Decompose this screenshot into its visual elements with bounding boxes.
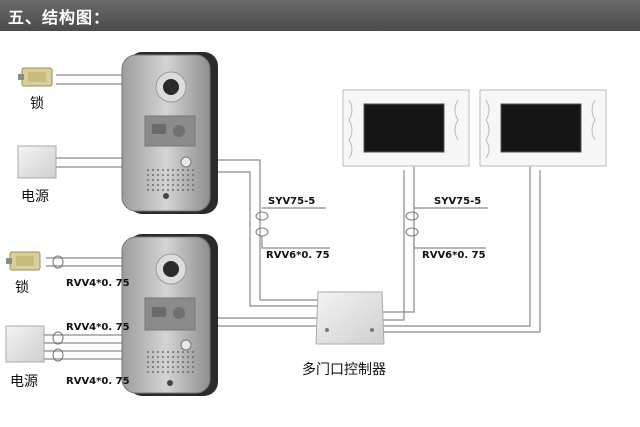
cable-label-rvv6-right: RVV6*0. 75 bbox=[422, 250, 486, 261]
cable-label-rvv4-power-a: RVV4*0. 75 bbox=[66, 322, 130, 333]
cable-label-rvv6-left: RVV6*0. 75 bbox=[266, 250, 330, 261]
multi-door-controller bbox=[315, 291, 385, 345]
cable-label-syv-left: SYV75-5 bbox=[268, 196, 315, 207]
controller-label: 多门口控制器 bbox=[302, 361, 386, 378]
wires bbox=[44, 74, 541, 360]
lock-icon bbox=[18, 67, 53, 87]
section-header: 五、结构图： bbox=[0, 0, 640, 31]
indoor-monitor-right bbox=[479, 89, 607, 167]
power-supply-icon bbox=[5, 325, 45, 363]
cable-label-rvv4-power-b: RVV4*0. 75 bbox=[66, 376, 130, 387]
cable-label-rvv4-lock: RVV4*0. 75 bbox=[66, 278, 130, 289]
lock-label-top: 锁 bbox=[30, 96, 44, 112]
lock-icon bbox=[6, 251, 41, 271]
power-label-bottom: 电源 bbox=[10, 374, 38, 390]
indoor-monitor-left bbox=[342, 89, 470, 167]
cable-markers bbox=[52, 211, 419, 362]
door-station-top bbox=[121, 52, 218, 214]
lock-label-bottom: 锁 bbox=[15, 280, 29, 296]
door-station-bottom bbox=[121, 234, 218, 396]
cable-label-syv-right: SYV75-5 bbox=[434, 196, 481, 207]
power-label-top: 电源 bbox=[21, 189, 49, 205]
section-title: 五、结构图： bbox=[8, 8, 111, 27]
power-supply-icon bbox=[17, 145, 57, 179]
speaker-grilles bbox=[147, 169, 194, 373]
